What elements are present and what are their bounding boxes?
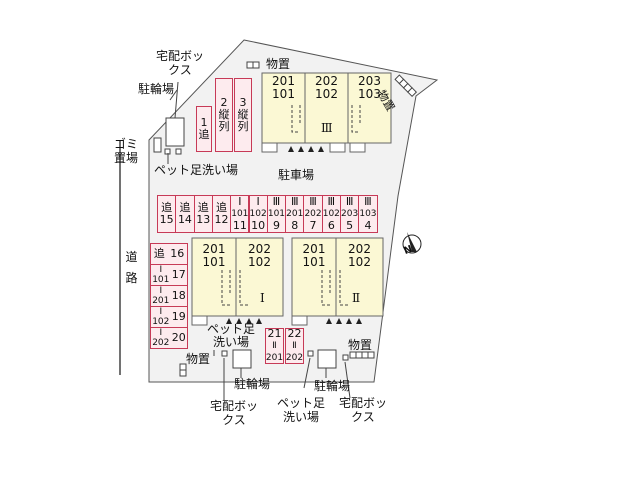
pet-wash-label-bottom-left: ペット足洗い場	[206, 322, 255, 349]
building-3	[261, 72, 392, 144]
delivery-box-label-bottom-right: 宅配ボックス	[338, 396, 387, 424]
building-2-name: Ⅱ	[352, 291, 361, 305]
storage-label-bottom-left: 物置	[186, 352, 211, 366]
bike-parking-label-bottom-left: 駐輪場	[234, 377, 271, 391]
storage-label-top: 物置	[266, 57, 291, 71]
garbage-label: ゴミ置場	[114, 137, 139, 165]
pet-wash-label-bottom-right: ペット足洗い場	[276, 396, 325, 424]
bike-parking-label-top: 駐輪場	[138, 82, 175, 96]
delivery-box-label-bottom-left: 宅配ボックス	[209, 399, 258, 427]
pet-wash-label-top: ペット足洗い場	[154, 163, 239, 177]
parking-lot-label: 駐車場	[278, 168, 315, 182]
road-label: 道路	[125, 250, 138, 285]
building-2	[291, 237, 384, 317]
building-1	[191, 237, 284, 317]
delivery-box-label-top: 宅配ボックス	[155, 49, 204, 77]
storage-label-bottom-right: 物置	[348, 338, 373, 352]
building-3-name: Ⅲ	[321, 121, 333, 135]
compass-icon	[402, 234, 422, 254]
building-1-name: Ⅰ	[260, 291, 265, 305]
bike-parking-label-bottom-right: 駐輪場	[314, 379, 351, 393]
